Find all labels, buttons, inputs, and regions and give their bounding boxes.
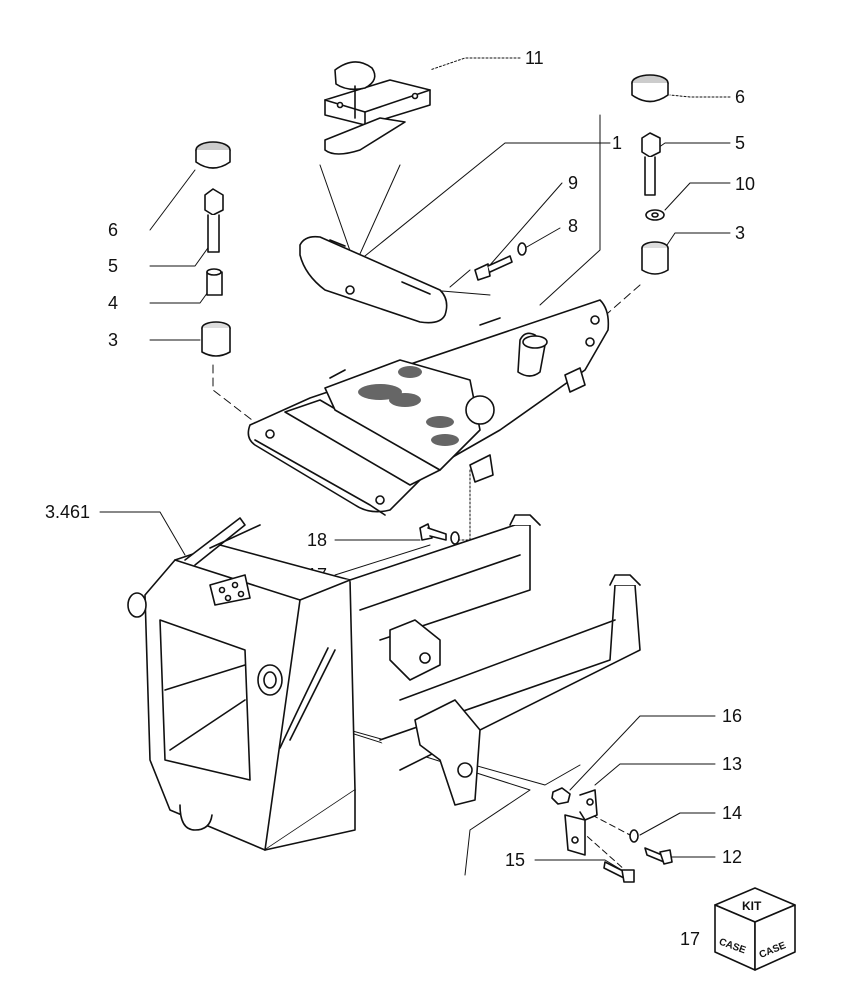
part-18-bolt <box>419 523 447 541</box>
part-3-spacer-right <box>641 241 669 275</box>
part-17-washer <box>450 531 460 545</box>
part-11-latch <box>324 61 431 155</box>
callout-8: 8 <box>568 216 578 236</box>
part-8-washer <box>517 242 527 256</box>
part-14-washer <box>629 829 639 843</box>
callout-17-kit: 17 <box>680 929 700 949</box>
callout-5-right: 5 <box>735 133 745 153</box>
part-9-bolt <box>474 255 513 281</box>
part-10-washer <box>645 209 665 221</box>
base-plate <box>247 299 610 516</box>
callout-12: 12 <box>722 847 742 867</box>
leader-lines <box>99 57 731 876</box>
part-3461-frame <box>127 514 641 851</box>
callout-16: 16 <box>722 706 742 726</box>
base-plate-vent-pattern <box>358 366 459 446</box>
callout-5-left: 5 <box>108 256 118 276</box>
callout-3461: 3.461 <box>45 502 90 522</box>
part-1-cover-plate <box>299 235 448 324</box>
callout-1: 1 <box>612 133 622 153</box>
kit-box: KIT CASE CASE <box>714 887 796 971</box>
callout-3-right: 3 <box>735 223 745 243</box>
callout-4: 4 <box>108 293 118 313</box>
callout-9: 9 <box>568 173 578 193</box>
part-16-nut <box>551 787 571 805</box>
kit-box-top-label: KIT <box>742 899 762 913</box>
callout-6-right: 6 <box>735 87 745 107</box>
callout-3-left: 3 <box>108 330 118 350</box>
part-12-bolt <box>644 847 673 865</box>
part-5-bolt-right <box>641 132 661 196</box>
callout-6-left: 6 <box>108 220 118 240</box>
part-15-bolt <box>603 861 635 883</box>
callout-13: 13 <box>722 754 742 774</box>
part-4-bushing <box>206 268 223 296</box>
callout-14: 14 <box>722 803 742 823</box>
callout-11: 11 <box>525 48 544 68</box>
part-13-bracket <box>564 789 598 856</box>
part-5-bolt-left <box>204 188 224 253</box>
part-6-cap-right <box>631 74 669 103</box>
part-3-spacer-left <box>201 321 231 357</box>
callout-18: 18 <box>307 530 327 550</box>
callout-15: 15 <box>505 850 525 870</box>
part-6-cap-left <box>195 141 231 169</box>
callout-10: 10 <box>735 174 755 194</box>
